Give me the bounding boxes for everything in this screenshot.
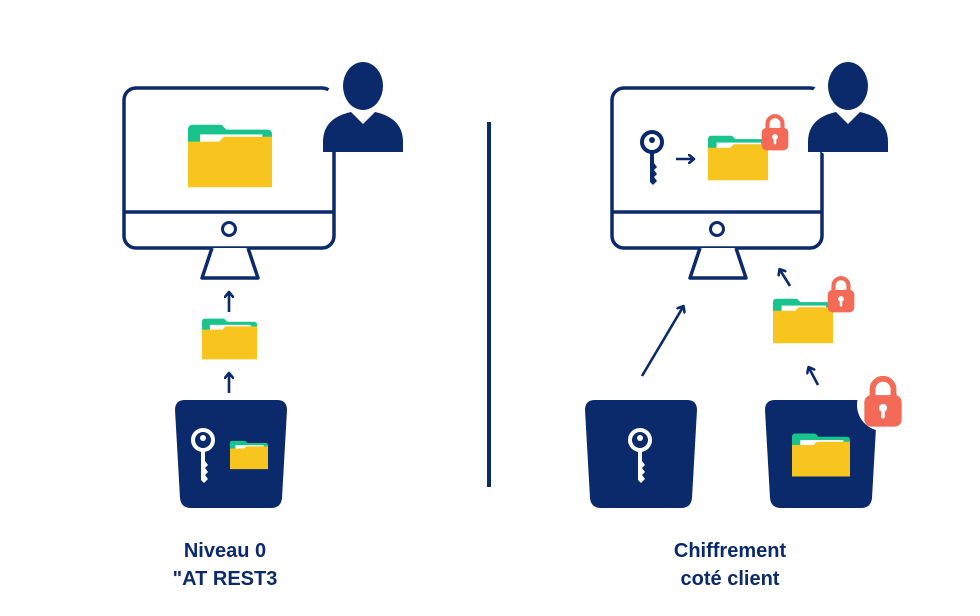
- right-storage-folder-icon: [792, 433, 850, 477]
- right-arrow-upper-icon: [780, 270, 792, 287]
- left-caption: Niveau 0 "AT REST3: [95, 537, 355, 593]
- left-caption-line2: "AT REST3: [172, 568, 278, 590]
- left-screen-folder-icon: [188, 124, 272, 188]
- left-caption-line1: Niveau 0: [183, 540, 267, 562]
- right-transit-lock-icon: [828, 278, 855, 312]
- left-storage-icon: [175, 400, 287, 508]
- right-caption-line2: coté client: [680, 568, 780, 590]
- right-file-storage-icon: [765, 400, 877, 508]
- right-caption: Chiffrement coté client: [600, 537, 860, 593]
- right-caption-line1: Chiffrement: [673, 540, 787, 562]
- right-key-storage-icon: [585, 400, 697, 508]
- right-arrow-diagonal-icon: [640, 307, 683, 377]
- right-monitor-icon: [610, 86, 824, 280]
- right-screen-folder-icon: [708, 135, 768, 181]
- right-panel: [585, 62, 909, 508]
- left-transit-folder-icon: [202, 318, 257, 360]
- left-storage-folder-icon: [230, 440, 268, 470]
- right-user-icon: [804, 62, 892, 161]
- right-arrow-lower-icon: [809, 368, 820, 386]
- right-transit-folder-icon: [773, 298, 833, 344]
- right-storage-lock-icon: [857, 379, 909, 431]
- left-user-icon: [319, 62, 407, 161]
- left-panel: [122, 62, 407, 508]
